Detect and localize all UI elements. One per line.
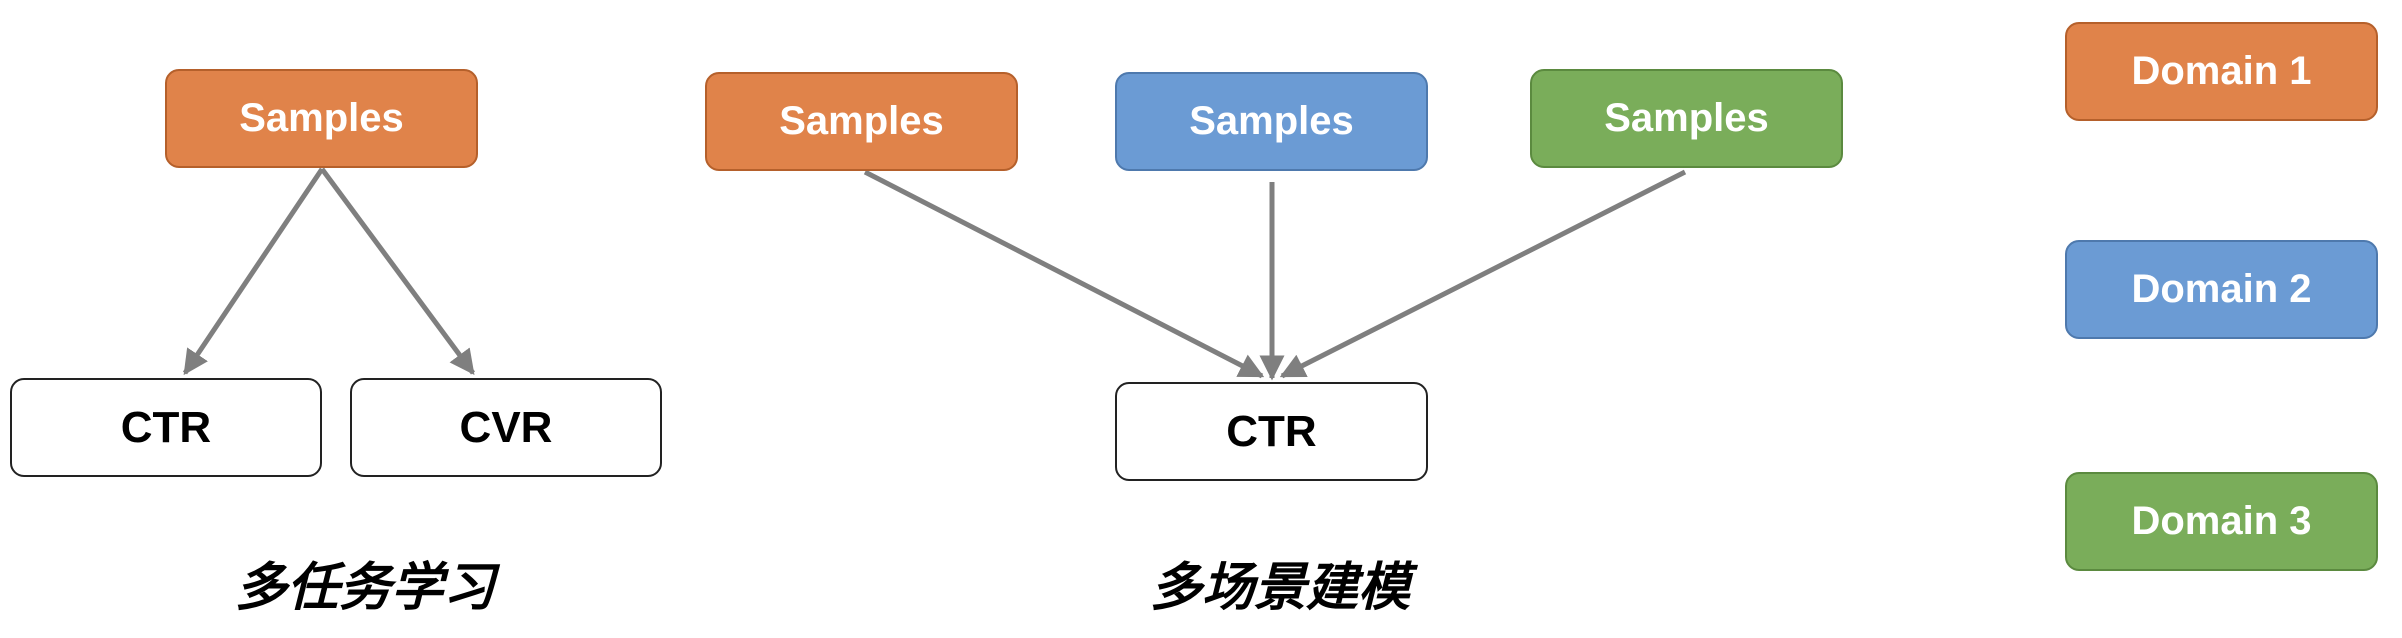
arrow-samples-to-ctr	[182, 167, 325, 376]
legend-domain-1: Domain 1	[2065, 22, 2378, 121]
md-caption: 多场景建模	[1149, 559, 1410, 617]
mt-cvr-node: CVR	[350, 378, 662, 477]
mt-ctr-node: CTR	[10, 378, 322, 477]
md-samples-node-3: Samples	[1530, 69, 1843, 168]
md-samples-node-2: Samples	[1115, 72, 1428, 171]
arrow-domain3-to-ctr	[1279, 169, 1687, 379]
mt-samples-node: Samples	[165, 69, 478, 168]
mt-caption: 多任务学习	[234, 559, 495, 617]
arrow-samples-to-cvr	[319, 167, 476, 376]
md-samples-node-1: Samples	[705, 72, 1018, 171]
arrow-domain1-to-ctr	[863, 169, 1265, 379]
md-ctr-node: CTR	[1115, 382, 1428, 481]
legend-domain-3: Domain 3	[2065, 472, 2378, 571]
legend-domain-2: Domain 2	[2065, 240, 2378, 339]
